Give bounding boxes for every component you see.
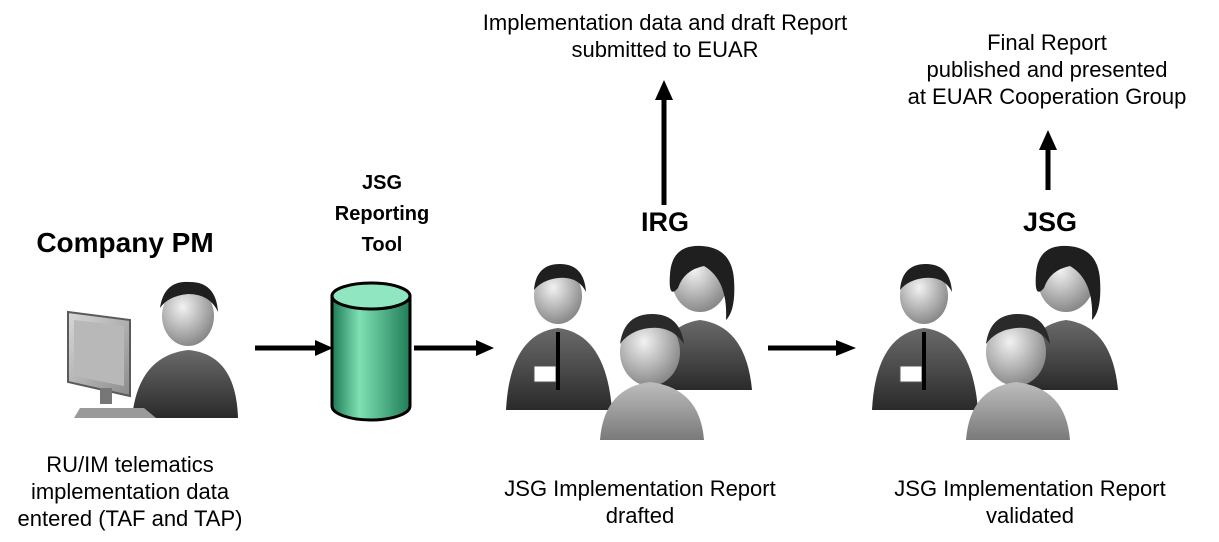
database-cylinder-icon: [328, 280, 414, 424]
irg-caption: JSG Implementation Report drafted: [504, 476, 776, 528]
company-pm-title: Company PM: [36, 227, 214, 258]
irg-output-text: Implementation data and draft Report sub…: [482, 10, 848, 62]
jsg-output-text: Final Report published and presented at …: [907, 30, 1187, 109]
arrow-company-to-tool: [255, 336, 335, 360]
jsg-group-people-icon: [866, 240, 1156, 440]
company-pm-caption: RU/IM telematics implementation data ent…: [17, 452, 243, 531]
irg-title: IRG: [640, 207, 689, 237]
arrow-tool-to-irg: [414, 336, 496, 360]
reporting-tool-title: JSG Reporting Tool: [334, 172, 430, 256]
arrow-jsg-up: [1036, 130, 1060, 190]
company-pm-computer-user-icon: [60, 268, 260, 428]
jsg-caption: JSG Implementation Report validated: [894, 476, 1166, 528]
arrow-irg-up: [652, 80, 676, 205]
jsg-title: JSG: [1022, 207, 1078, 237]
arrow-irg-to-jsg: [768, 336, 858, 360]
irg-group-people-icon: [500, 240, 790, 440]
